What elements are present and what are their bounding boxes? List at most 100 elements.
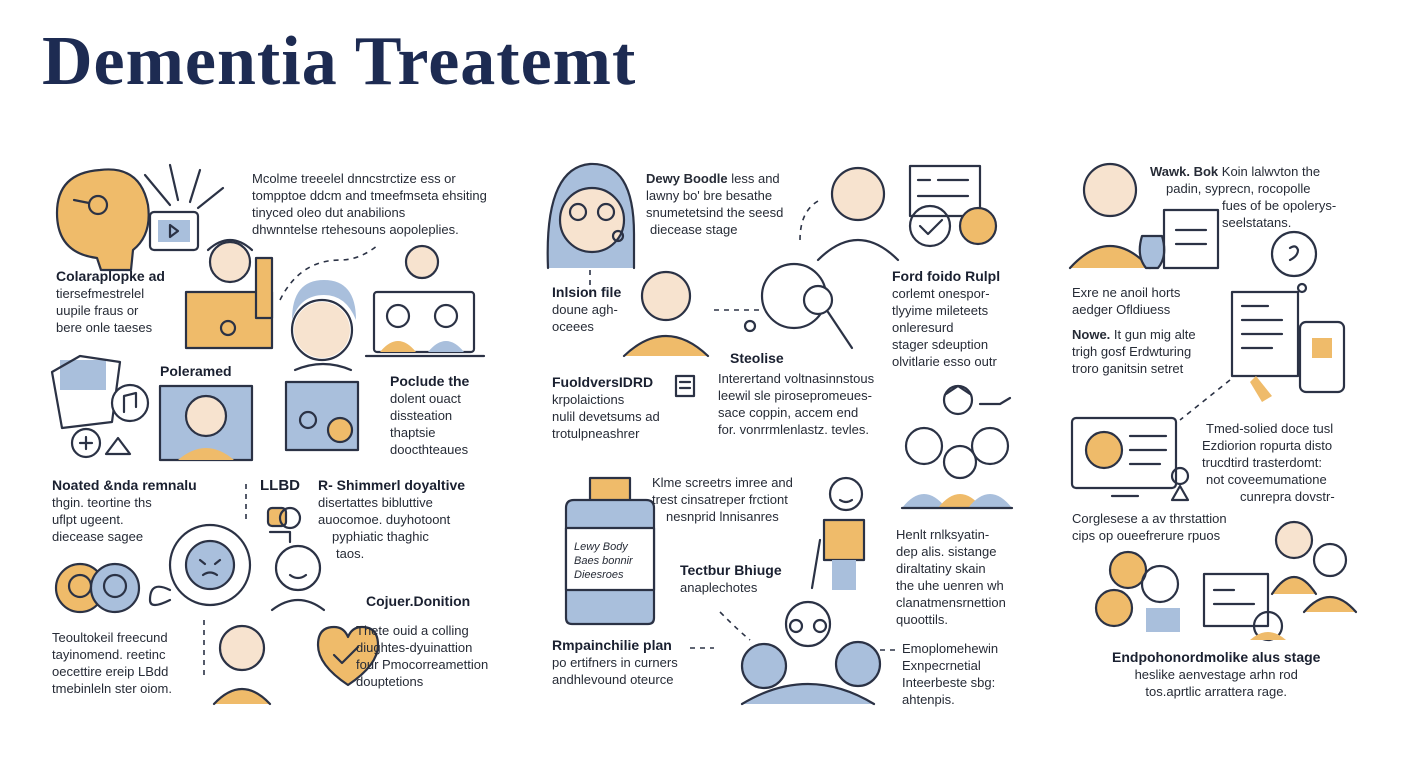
block-heading: Tectbur Bhiuge	[680, 562, 782, 578]
text-line: disertattes bibluttive	[318, 495, 433, 510]
text-line: Teoultokeil freecund	[52, 630, 168, 645]
page-title: Dementia Treatemt	[42, 23, 637, 100]
text-line: onleresurd	[892, 320, 954, 335]
text-line: dhwnntelse rtehesouns aopoleplies.	[252, 222, 459, 237]
text-line: Henlt rnlksyatin-	[896, 527, 990, 542]
text-line: pyphiatic thaghic	[332, 529, 429, 544]
text-line: thgin. teortine ths	[52, 495, 152, 510]
caregiver-with-box-icon	[184, 238, 274, 350]
text-line: Koin lalwvton the	[1218, 164, 1321, 179]
text-line: olvitlarie esso outr	[892, 354, 997, 369]
text-line: trest cinsatreper frctiont	[652, 492, 788, 507]
text-line: cunrepra dovstr-	[1240, 489, 1335, 504]
text-line: aedger Ofldiuess	[1072, 302, 1171, 317]
thought-bubble-icon	[1270, 230, 1318, 294]
monitor-chart-icon	[1070, 416, 1190, 502]
block-poleramed: Poleramed	[160, 363, 232, 380]
doctor-monitor-icon	[816, 164, 998, 262]
block-tectbur: Tectbur Bhiuge anaplechotes	[680, 562, 782, 596]
block-rmpainchilie: Rmpainchilie plan po ertifners in curner…	[552, 637, 678, 688]
block-therapy-intro: Mcolme treeelel dnncstrctize ess or tomp…	[252, 170, 487, 238]
text-line: heslike aenvestage arhn rod	[1134, 667, 1298, 682]
text-line: sace coppin, accem end	[718, 405, 859, 420]
block-klme: Klme screetrs imree and trest cinsatrepe…	[652, 474, 793, 525]
text-line: not coveemumatione	[1206, 472, 1327, 487]
text-line: stager sdeuption	[892, 337, 989, 352]
block-heading: Poleramed	[160, 363, 232, 379]
text-line: thaptsie	[390, 425, 436, 440]
block-heading: R- Shimmerl doyaltive	[318, 477, 466, 493]
block-cojuer: Cojuer.Donition	[366, 593, 470, 610]
text-line: uupile fraus or	[56, 303, 139, 318]
block-poclude: Poclude the dolent ouact dissteation tha…	[390, 373, 469, 458]
block-heading: Nowe.	[1072, 327, 1111, 342]
text-line: lawny bo' bre besathe	[646, 188, 773, 203]
text-line: tompptoe ddcm and tmeefmseta ehsiting	[252, 188, 487, 203]
elderly-cane-icon	[810, 476, 866, 590]
video-call-laptop-icon	[364, 244, 486, 358]
text-line: dolent ouact	[390, 391, 461, 406]
block-heading: Inlsion file	[552, 284, 622, 300]
man-with-vase-icon	[1068, 162, 1220, 270]
text-line: tos.aprtlic arrattera rage.	[1145, 684, 1288, 699]
block-heading: Endpohonordmolike alus stage	[1112, 649, 1321, 665]
block-wawk-bok: Wawk. Bok Koin lalwvton the padin, sypre…	[1150, 163, 1336, 231]
pill-icon	[266, 506, 302, 544]
text-line: Emoplomehewin	[902, 641, 999, 656]
text-line: doocthteaues	[390, 442, 469, 457]
text-line: Tmed-solied doce tusl	[1206, 421, 1334, 436]
block-nowe: Nowe. It gun mig alte trigh gosf Erdwtur…	[1072, 326, 1196, 377]
block-heading: FuoldversIDRD	[552, 374, 654, 390]
block-steolise-heading: Steolise	[730, 350, 784, 367]
patient-bust-icon	[212, 624, 272, 706]
text-line: cips op oueefrerure rpuos	[1072, 528, 1221, 543]
block-heading: Steolise	[730, 350, 784, 366]
text-line: Baes bonnir	[574, 555, 633, 567]
block-inlsion: Inlsion file doune agh- oceees	[552, 284, 621, 335]
medicine-bottle-icon	[564, 476, 656, 626]
tablet-document-icon	[1230, 290, 1346, 402]
text-line: bere onle taeses	[56, 320, 153, 335]
text-line: krpolaictions	[552, 392, 625, 407]
block-heading: Dewy Boodle	[646, 171, 728, 186]
block-heading: Poclude the	[390, 373, 470, 389]
text-line: diecease stage	[650, 222, 738, 237]
text-line: andhlevound oteurce	[552, 672, 674, 687]
text-line: less and	[727, 171, 780, 186]
text-line: doune agh-	[552, 302, 618, 317]
block-shimmerl: R- Shimmerl doyaltive disertattes biblut…	[318, 477, 465, 562]
block-heading: Wawk. Bok	[1150, 164, 1219, 179]
text-line: corlemt onespor-	[892, 286, 990, 301]
text-line: diughtes-dyuinattion	[356, 640, 473, 655]
text-line: trigh gosf Erdwturing	[1072, 344, 1192, 359]
text-line: tayinomend. reetinc	[52, 647, 166, 662]
text-line: for. vonrrmlenlastz. tevles.	[718, 422, 869, 437]
text-line: Klme screetrs imree and	[652, 475, 793, 490]
text-line: tinyced oleo dut anabilions	[252, 205, 406, 220]
text-line: the uhe uenren wh	[896, 578, 1004, 593]
woman-reading-icon	[284, 280, 360, 452]
text-line: Dieesroes	[574, 569, 624, 581]
text-line: tmebinleln ster oiom.	[52, 681, 172, 696]
block-teoultokeil: Teoultokeil freecund tayinomend. reetinc…	[52, 629, 172, 697]
block-heading: Noated &nda remnalu	[52, 477, 197, 493]
text-line: oecettire ereip LBdd	[52, 664, 169, 679]
text-line: taos.	[336, 546, 365, 561]
block-exre: Exre ne anoil horts aedger Ofldiuess	[1072, 284, 1180, 318]
block-henlt: Henlt rnlksyatin- dep alis. sistange dir…	[896, 526, 1006, 628]
block-dewy-boodle: Dewy Boodle less and lawny bo' bre besat…	[646, 170, 783, 238]
television-icon	[143, 163, 225, 252]
block-fuoldvers: FuoldversIDRD krpolaictions nulil devets…	[552, 374, 660, 442]
text-line: Ezdiorion ropurta disto	[1202, 438, 1333, 453]
text-line: anaplechotes	[680, 580, 758, 595]
block-cojuer-body: Thete ouid a colling diughtes-dyuinattio…	[356, 622, 488, 690]
block-steolise: Interertand voltnasinnstous leewil sle p…	[718, 370, 874, 438]
woman-headset-icon	[546, 162, 636, 270]
checklist-icon	[674, 374, 696, 398]
text-line: leewil sle pirosepromeues-	[718, 388, 872, 403]
text-line: Exre ne anoil horts	[1072, 285, 1181, 300]
text-line: snumetetsind the seesd	[646, 205, 784, 220]
elderly-profile-icon	[55, 168, 150, 272]
text-line: seelstatans.	[1222, 215, 1292, 230]
text-line: uflpt ugeent.	[52, 512, 124, 527]
